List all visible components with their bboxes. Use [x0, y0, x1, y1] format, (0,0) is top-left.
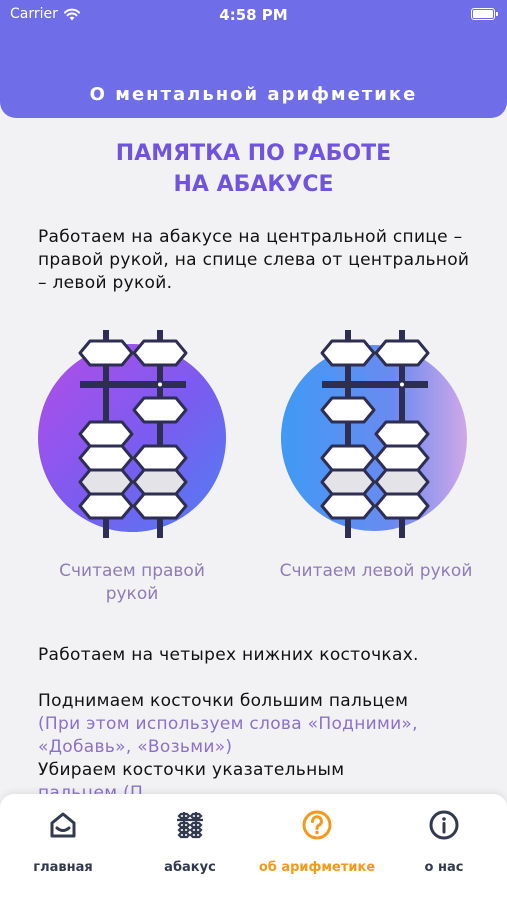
- tab-about-us[interactable]: о нас: [381, 808, 507, 875]
- intro-paragraph: Работаем на абакусе на центральной спице…: [38, 227, 470, 293]
- tab-about-us-label: о нас: [424, 860, 464, 875]
- tab-about-arithmetic-label: об арифметике: [258, 860, 376, 875]
- remove-beads-partial-text: пальцем (П: [38, 783, 144, 794]
- tab-home[interactable]: главная: [0, 808, 126, 875]
- info-circle-icon: [429, 810, 459, 840]
- carrier-label: Carrier: [10, 6, 58, 22]
- tab-about-arithmetic[interactable]: об арифметике: [254, 808, 380, 875]
- remove-beads-partial: пальцем (П: [38, 782, 478, 794]
- raise-beads-note: (При этом используем слова «Подними», «Д…: [38, 714, 418, 757]
- tab-abacus-label: абакус: [164, 860, 216, 875]
- page-title: О ментальной арифметике: [89, 84, 418, 105]
- memo-title-line-2: НА АБАКУСЕ: [173, 172, 334, 197]
- remove-beads-text: Убираем косточки указательным: [38, 760, 345, 780]
- status-time: 4:58 PM: [219, 6, 288, 24]
- carrier: Carrier: [10, 6, 81, 22]
- left-hand-caption: Считаем левой рукой: [279, 561, 473, 581]
- battery-icon: [471, 8, 498, 20]
- abacus-icon: [177, 812, 203, 839]
- memo-title: ПАМЯТКА ПО РАБОТЕ НА АБАКУСЕ: [0, 138, 507, 200]
- wifi-icon: [63, 8, 80, 20]
- status-bar: Carrier 4:58 PM: [0, 0, 507, 30]
- tab-bar: главная абакус об арифмети: [0, 794, 507, 900]
- content-scroll[interactable]: ПАМЯТКА ПО РАБОТЕ НА АБАКУСЕ Работаем на…: [0, 118, 507, 794]
- abacus-left-hand-illustration: [281, 330, 467, 538]
- memo-title-line-1: ПАМЯТКА ПО РАБОТЕ: [115, 141, 392, 166]
- raise-beads-text: Поднимаем косточки большим пальцем: [38, 691, 409, 711]
- question-circle-icon: [302, 810, 332, 840]
- tab-abacus[interactable]: абакус: [127, 808, 253, 875]
- four-beads-paragraph: Работаем на четырех нижних косточках.: [38, 645, 419, 665]
- header: Carrier 4:58 PM О ментальной арифметике: [0, 0, 507, 118]
- home-icon: [50, 812, 76, 838]
- tab-home-label: главная: [33, 860, 93, 875]
- right-hand-caption: Считаем правой рукой: [59, 561, 205, 604]
- raise-beads-paragraph: Поднимаем косточки большим пальцем (При …: [38, 690, 478, 794]
- abacus-right-hand-illustration: [38, 330, 226, 538]
